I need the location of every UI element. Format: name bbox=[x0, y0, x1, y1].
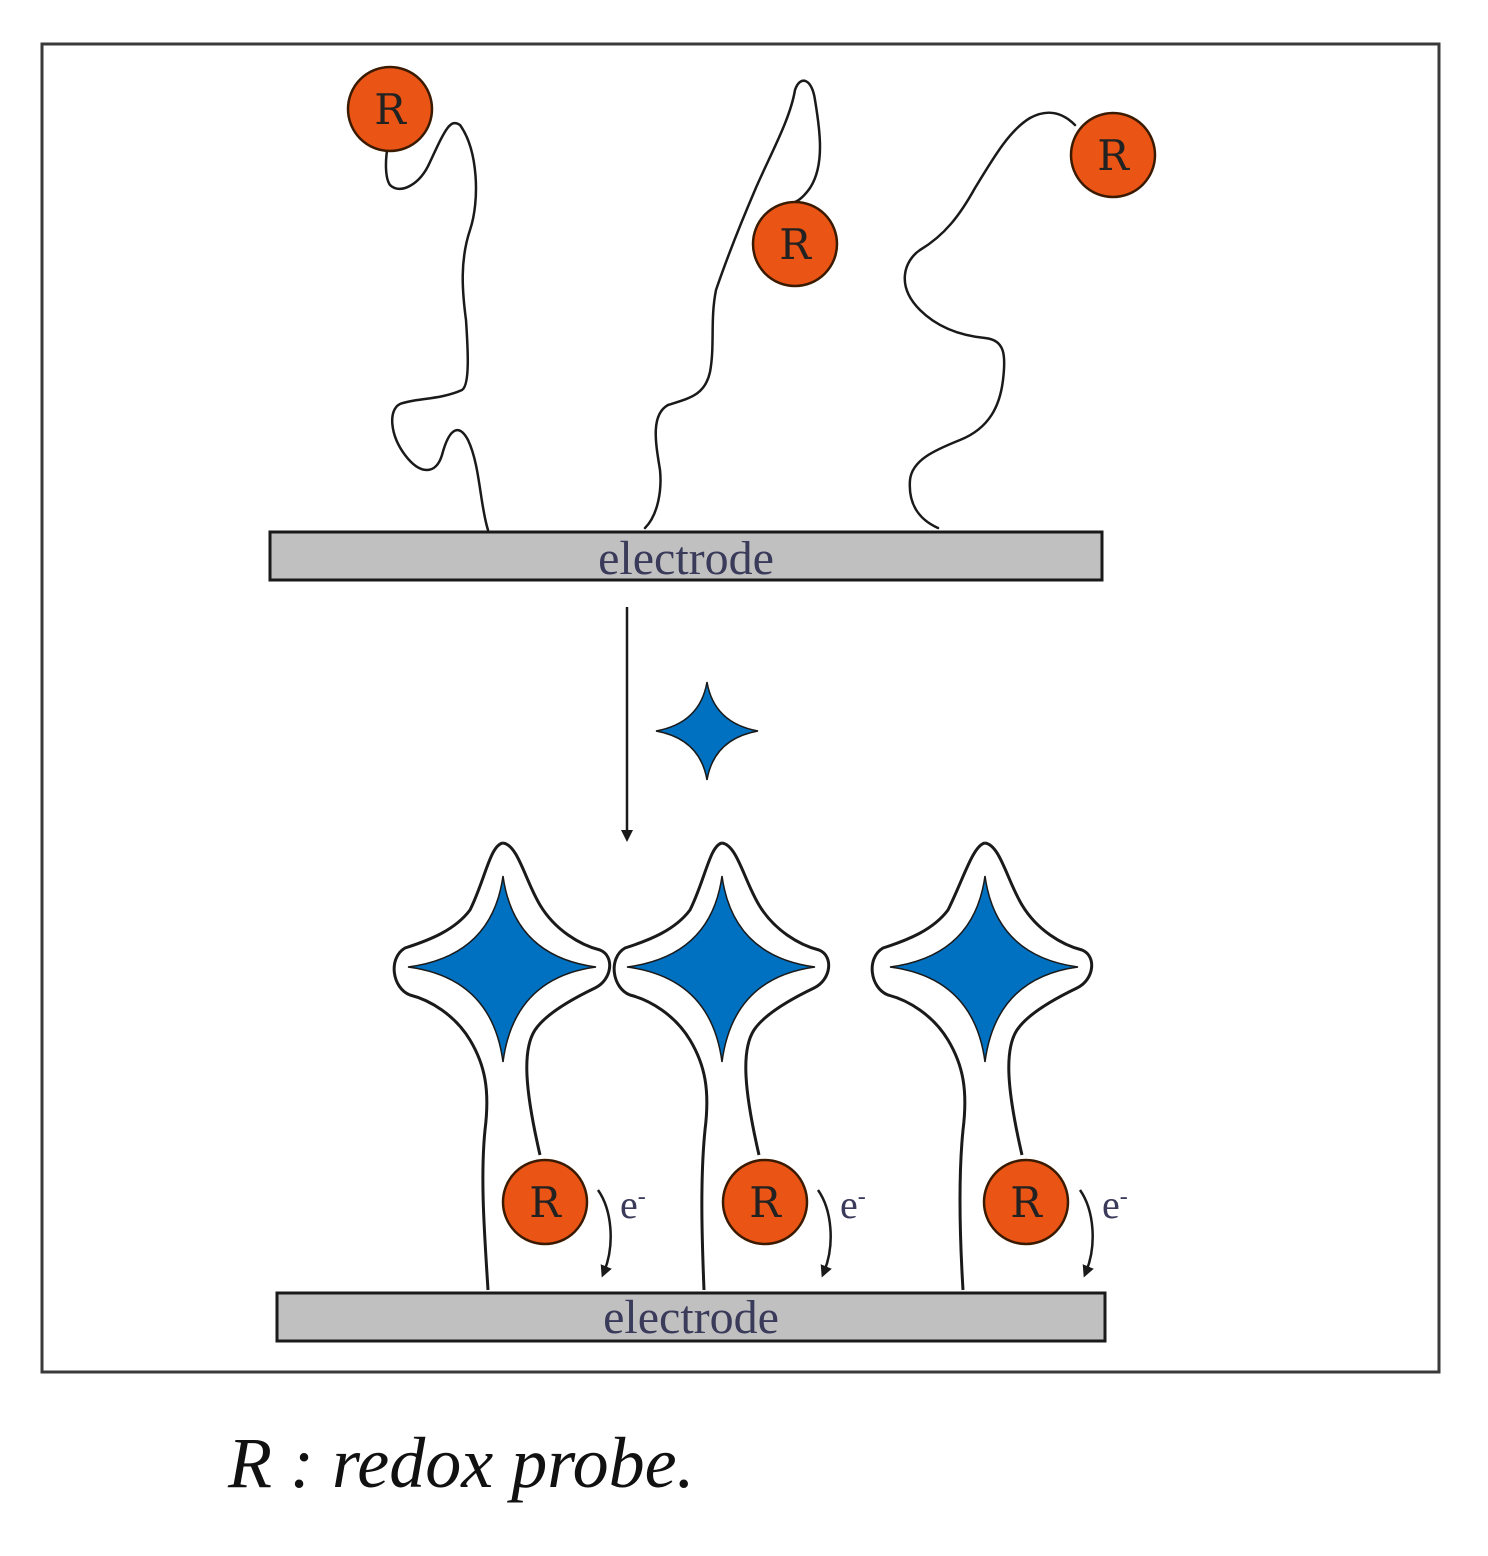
electrode-bar bbox=[275, 1291, 1107, 1343]
aptamer-strand-3 bbox=[903, 111, 1077, 530]
electron-transfer-arrow-icon bbox=[816, 1189, 832, 1278]
electron-transfer-arrow-icon bbox=[1078, 1189, 1094, 1278]
redox-probe-label: R bbox=[779, 220, 812, 269]
redox-probe-circle bbox=[501, 1158, 589, 1246]
electrode-top: electrode bbox=[268, 530, 1104, 585]
aptamer-strand-2 bbox=[643, 79, 822, 530]
unbound-state: R R R electrode bbox=[268, 65, 1157, 585]
electrode-label: electrode bbox=[598, 532, 774, 585]
electrode-label: electrode bbox=[603, 1291, 779, 1344]
target-molecule-icon bbox=[626, 875, 816, 1063]
redox-probe: R bbox=[982, 1158, 1070, 1246]
redox-probe: R bbox=[501, 1158, 589, 1246]
figure-frame bbox=[40, 42, 1441, 1374]
target-molecule-icon bbox=[655, 681, 759, 781]
electron-transfer-arrow-icon bbox=[596, 1189, 612, 1278]
redox-probe-label: R bbox=[749, 1178, 782, 1227]
aptamer-target-complex: R e- bbox=[612, 841, 866, 1291]
redox-probe: R bbox=[346, 65, 434, 153]
redox-probe-circle bbox=[751, 200, 839, 288]
redox-probe-circle bbox=[346, 65, 434, 153]
redox-probe-circle bbox=[1069, 111, 1157, 199]
redox-probe: R bbox=[721, 1158, 809, 1246]
redox-probe-label: R bbox=[374, 85, 407, 134]
electron-label: e- bbox=[620, 1182, 646, 1227]
aptamer-target-complex: R e- bbox=[870, 841, 1128, 1291]
redox-probe-circle bbox=[982, 1158, 1070, 1246]
bound-state: R e- R e- R e- bbox=[275, 841, 1128, 1344]
redox-probe: R bbox=[1069, 111, 1157, 199]
redox-probe: R bbox=[751, 200, 839, 288]
aptamer-target-complex: R e- bbox=[392, 841, 646, 1291]
target-molecule-icon bbox=[407, 875, 597, 1063]
legend-caption: R : redox probe. bbox=[228, 1423, 695, 1503]
target-molecule-icon bbox=[889, 875, 1079, 1063]
redox-probe-label: R bbox=[1097, 131, 1130, 180]
electrode-bottom: electrode bbox=[275, 1291, 1107, 1344]
redox-probe-label: R bbox=[529, 1178, 562, 1227]
electron-label: e- bbox=[1102, 1182, 1128, 1227]
aptamer-strand-1 bbox=[384, 122, 490, 532]
redox-probe-circle bbox=[721, 1158, 809, 1246]
electron-label: e- bbox=[840, 1182, 866, 1227]
electrode-bar bbox=[268, 530, 1104, 582]
redox-probe-label: R bbox=[1010, 1178, 1043, 1227]
